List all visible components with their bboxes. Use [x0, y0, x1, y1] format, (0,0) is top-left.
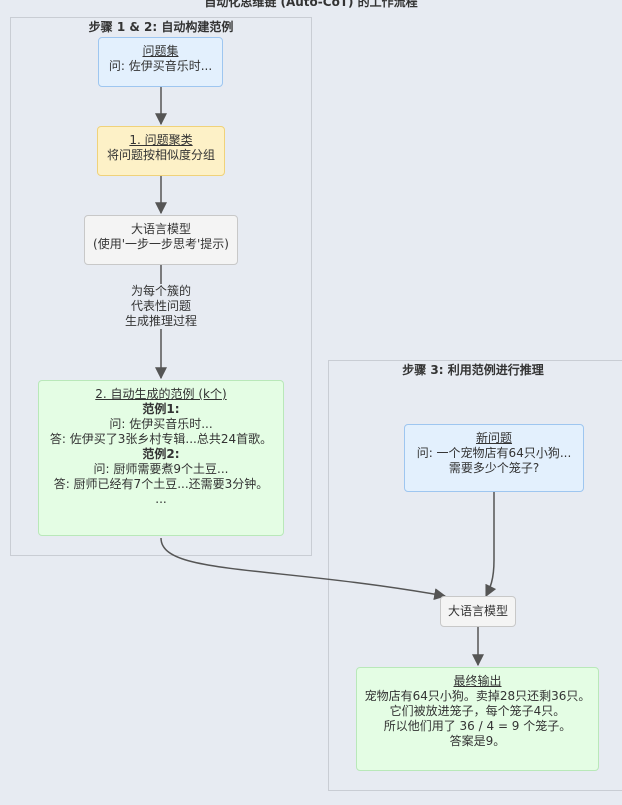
- new-question-line1: 问: 一个宠物店有64只小狗...: [416, 446, 572, 460]
- edge-demos-to-llm2: [160, 537, 447, 601]
- node-new-question[interactable]: 新问题 问: 一个宠物店有64只小狗... 需要多少个笼子?: [404, 424, 584, 492]
- final-output-line4: 答案是9。: [449, 734, 506, 748]
- node-llm-inference[interactable]: 大语言模型: [440, 596, 516, 627]
- demos-ellipsis: ...: [155, 492, 167, 506]
- edge-label-line2: 代表性问题: [130, 299, 191, 313]
- node-auto-demos[interactable]: 2. 自动生成的范例 (k个) 范例1: 问: 佐伊买音乐时... 答: 佐伊买…: [38, 380, 284, 536]
- demo2-label: 范例2:: [142, 447, 180, 461]
- node-question-clustering[interactable]: 1. 问题聚类 将问题按相似度分组: [97, 126, 225, 176]
- llm1-title: 大语言模型: [130, 222, 191, 236]
- node-llm-zero-shot[interactable]: 大语言模型 (使用'一步一步思考'提示): [84, 215, 238, 265]
- question-set-text: 问: 佐伊买音乐时...: [108, 59, 213, 73]
- cluster-inference-label: 步骤 3: 利用范例进行推理: [402, 363, 544, 377]
- question-set-title: 问题集: [142, 44, 179, 58]
- node-question-set[interactable]: 问题集 问: 佐伊买音乐时...: [98, 37, 223, 87]
- llm1-subtitle: (使用'一步一步思考'提示): [93, 237, 229, 251]
- demo1-question: 问: 佐伊买音乐时...: [109, 417, 213, 431]
- demo2-question: 问: 厨师需要煮9个土豆...: [93, 462, 229, 476]
- final-output-line1: 宠物店有64只小狗。卖掉28只还剩36只。: [364, 689, 591, 703]
- new-question-line2: 需要多少个笼子?: [448, 461, 540, 475]
- final-output-line3: 所以他们用了 36 / 4 = 9 个笼子。: [383, 719, 572, 733]
- demo1-label: 范例1:: [142, 402, 180, 416]
- diagram-title: 自动化思维链 (Auto-CoT) 的工作流程: [204, 0, 418, 9]
- cluster-build-demos-label: 步骤 1 & 2: 自动构建范例: [88, 20, 234, 34]
- clustering-title: 1. 问题聚类: [129, 133, 193, 147]
- final-output-title: 最终输出: [453, 674, 502, 688]
- demo2-answer: 答: 厨师已经有7个土豆...还需要3分钟。: [53, 477, 269, 491]
- llm2-title: 大语言模型: [447, 604, 508, 618]
- edge-label-line1: 为每个簇的: [130, 284, 191, 298]
- new-question-title: 新问题: [475, 431, 512, 445]
- edge-new-question-to-llm2: [485, 492, 497, 598]
- clustering-text: 将问题按相似度分组: [106, 148, 215, 162]
- demos-title: 2. 自动生成的范例 (k个): [95, 387, 227, 401]
- node-final-output[interactable]: 最终输出 宠物店有64只小狗。卖掉28只还剩36只。 它们被放进笼子，每个笼子4…: [356, 667, 599, 771]
- edge-label-line3: 生成推理过程: [124, 314, 197, 328]
- edge-label-generate-reasoning: 为每个簇的 代表性问题 生成推理过程: [106, 284, 216, 329]
- demo1-answer: 答: 佐伊买了3张乡村专辑...总共24首歌。: [49, 432, 273, 446]
- final-output-line2: 它们被放进笼子，每个笼子4只。: [389, 704, 566, 718]
